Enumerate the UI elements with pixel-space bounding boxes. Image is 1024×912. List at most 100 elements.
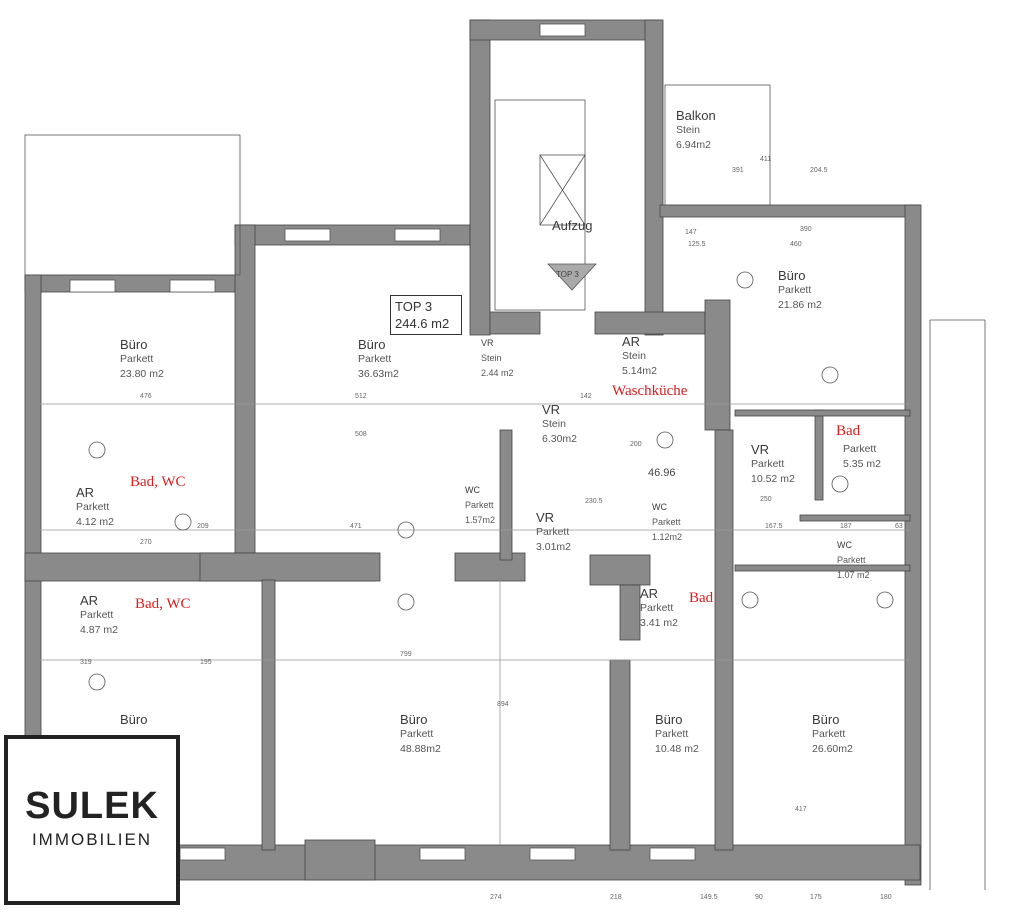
room-floor: Parkett: [751, 458, 785, 470]
unit-label-box: TOP 3 244.6 m2: [390, 295, 462, 335]
dimension-label: 512: [355, 393, 367, 400]
annotation-bad: Bad: [689, 590, 714, 606]
room-floor: Parkett: [843, 443, 877, 455]
wall: [594, 311, 706, 335]
dimension-label: 411: [760, 156, 772, 163]
balcony-outline: [664, 84, 771, 206]
dimension-label: 390: [800, 226, 812, 233]
room-area: 4.12 m2: [76, 516, 114, 528]
dimension-label: 142: [580, 393, 592, 400]
room-area: 36.63m2: [358, 368, 399, 380]
wall: [644, 19, 664, 336]
room-floor: Stein: [542, 418, 566, 430]
room-area: 23.80 m2: [120, 368, 164, 380]
room-name: AR: [76, 485, 95, 500]
wall: [609, 659, 631, 851]
dimension-label: 508: [355, 431, 367, 438]
wall: [304, 839, 376, 881]
dimension-label: 460: [790, 241, 802, 248]
room-label: Parkett 5.35 m2: [843, 442, 881, 472]
room-name: VR: [751, 442, 770, 457]
elevation-label: 46.96: [648, 467, 676, 479]
room-name: Büro: [778, 268, 806, 283]
room-floor: Parkett: [400, 728, 434, 740]
room-area: 26.60m2: [812, 743, 853, 755]
room-floor: Parkett: [655, 728, 689, 740]
dimension-label: 175: [810, 894, 822, 901]
room-area: 3.41 m2: [640, 617, 678, 629]
dimension-label: 799: [400, 651, 412, 658]
room-name: AR: [622, 334, 641, 349]
room-name: Büro: [120, 337, 148, 352]
wall: [904, 204, 922, 886]
room-floor: Stein: [676, 124, 700, 136]
room-name: WC: [837, 540, 852, 550]
room-name: Aufzug: [552, 218, 593, 233]
dimension-label: 894: [497, 701, 509, 708]
room-area: 1.07 m2: [837, 570, 870, 580]
logo-line2: IMMOBILIEN: [31, 830, 153, 849]
room-name: AR: [640, 586, 659, 601]
dimension-label: 250: [760, 496, 772, 503]
room-floor: Parkett: [652, 517, 681, 527]
wall: [499, 429, 513, 561]
wall: [734, 564, 911, 572]
room-name: VR: [481, 338, 494, 348]
room-floor: Parkett: [640, 602, 674, 614]
dimension-label: 90: [755, 894, 763, 901]
wall: [619, 584, 641, 641]
dimension-label: 209: [197, 523, 209, 530]
annotation-bad-wc: Bad, WC: [135, 596, 191, 612]
wall: [799, 514, 911, 522]
room-floor: Parkett: [837, 555, 866, 565]
wall: [199, 552, 381, 582]
dimension-label: 204.5: [810, 167, 828, 174]
room-area: 1.12m2: [652, 532, 683, 542]
room-floor: Parkett: [80, 609, 114, 621]
room-floor: Stein: [481, 353, 502, 363]
dimension-label: 125.5: [688, 241, 706, 248]
room-area: 1.57m2: [465, 515, 496, 525]
room-area: 6.94m2: [676, 139, 712, 151]
room-area: 5.35 m2: [843, 458, 881, 470]
room-name: Balkon: [676, 108, 716, 123]
elevator-shaft: [539, 154, 586, 226]
room-name: Büro: [812, 712, 840, 727]
room-name: Büro: [358, 337, 386, 352]
room-floor: Parkett: [778, 284, 812, 296]
dimension-label: 476: [140, 393, 152, 400]
wall: [469, 19, 491, 336]
room-floor: Parkett: [536, 526, 570, 538]
room-name: WC: [652, 502, 667, 512]
wall: [489, 311, 541, 335]
room-name: AR: [80, 593, 99, 608]
wall: [234, 224, 256, 556]
annotation-bad: Bad: [836, 423, 861, 439]
room-name: Büro: [655, 712, 683, 727]
stair-marker-label: TOP 3: [556, 270, 579, 279]
wall: [454, 552, 526, 582]
dimension-label: 149.5: [700, 894, 718, 901]
stair-marker-arrow: [547, 263, 597, 291]
dimension-label: 230.5: [585, 498, 603, 505]
dimension-label: 147: [685, 229, 697, 236]
annotation-waschkueche: Waschküche: [612, 383, 688, 399]
logo-line1: SULEK: [25, 785, 159, 827]
room-label: Büro: [120, 712, 147, 727]
dimension-label: 218: [610, 894, 622, 901]
